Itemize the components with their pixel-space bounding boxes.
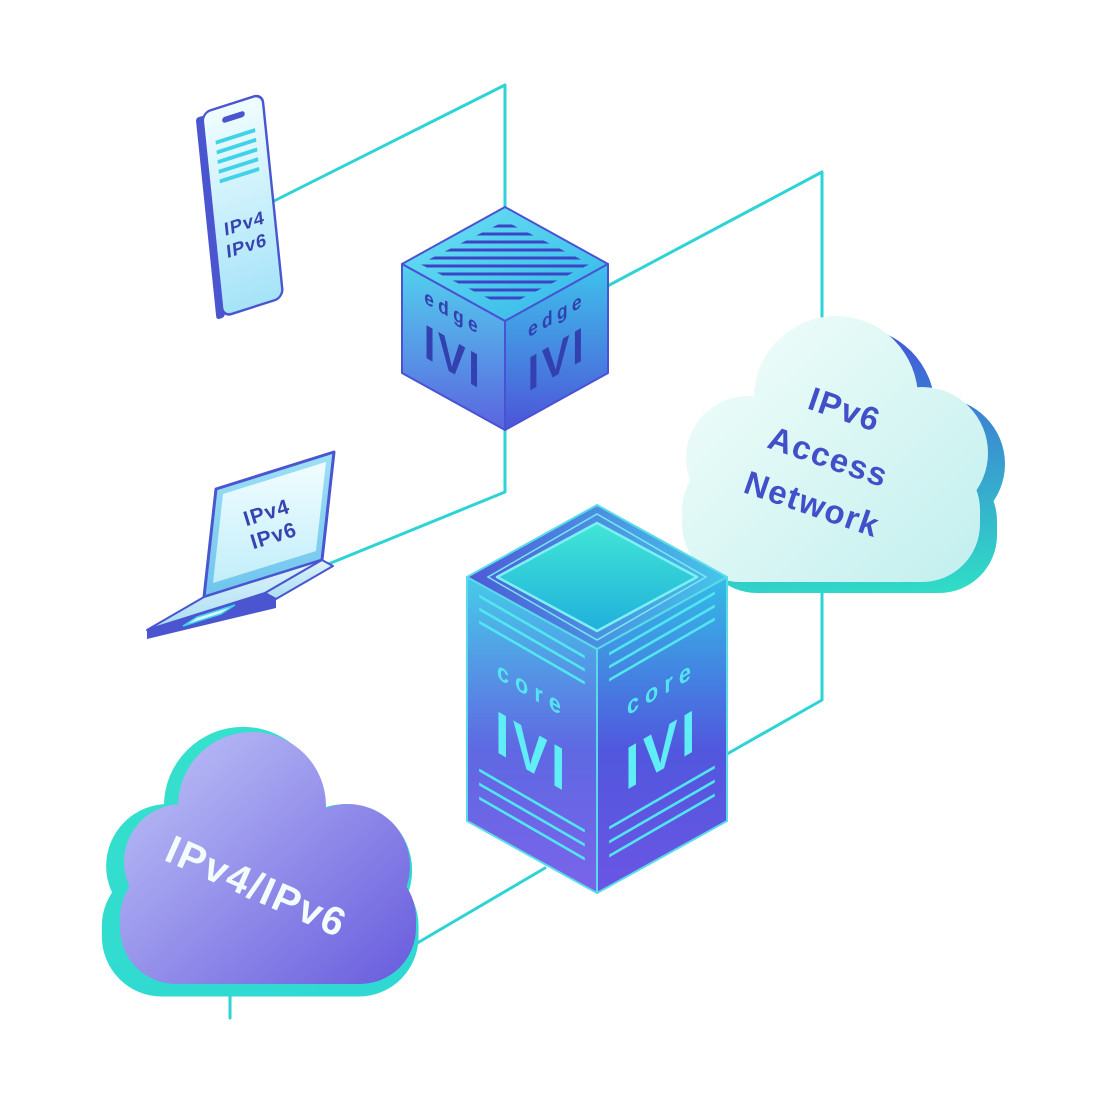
connector-edge-laptop	[324, 423, 507, 567]
core-router-node: core IVI core IVI	[466, 504, 728, 894]
connector-core-dualcloud	[400, 866, 547, 954]
connector-phone-edge	[250, 83, 507, 214]
core-left-vents-bottom	[479, 768, 585, 861]
core-top-panel	[495, 521, 699, 633]
laptop-trackpad	[182, 604, 236, 627]
laptop-screen	[213, 462, 326, 583]
ipv6-access-cloud: IPv6 Access Network	[682, 316, 1005, 593]
dual-cloud-body	[120, 732, 416, 984]
laptop-node: IPv4 IPv6	[146, 450, 336, 639]
core-top-rim	[486, 513, 708, 641]
ipv4-ipv6-cloud: IPv4/IPv6	[101, 726, 419, 997]
connector-cloud-core	[725, 570, 824, 756]
phone-notch	[222, 111, 245, 123]
phone-node: IPv4 IPv6	[196, 94, 284, 320]
core-right-vents-top	[609, 591, 715, 682]
core-left-vents-top	[479, 594, 585, 685]
ipv6-cloud-body	[682, 316, 988, 582]
edge-router-right-face	[504, 263, 609, 431]
connector-edge-cloud	[583, 170, 824, 332]
edge-router-node: edge IVI edge IVI	[401, 206, 609, 431]
core-right-vents-bottom	[609, 765, 715, 858]
phone-screen-lines	[215, 128, 260, 184]
